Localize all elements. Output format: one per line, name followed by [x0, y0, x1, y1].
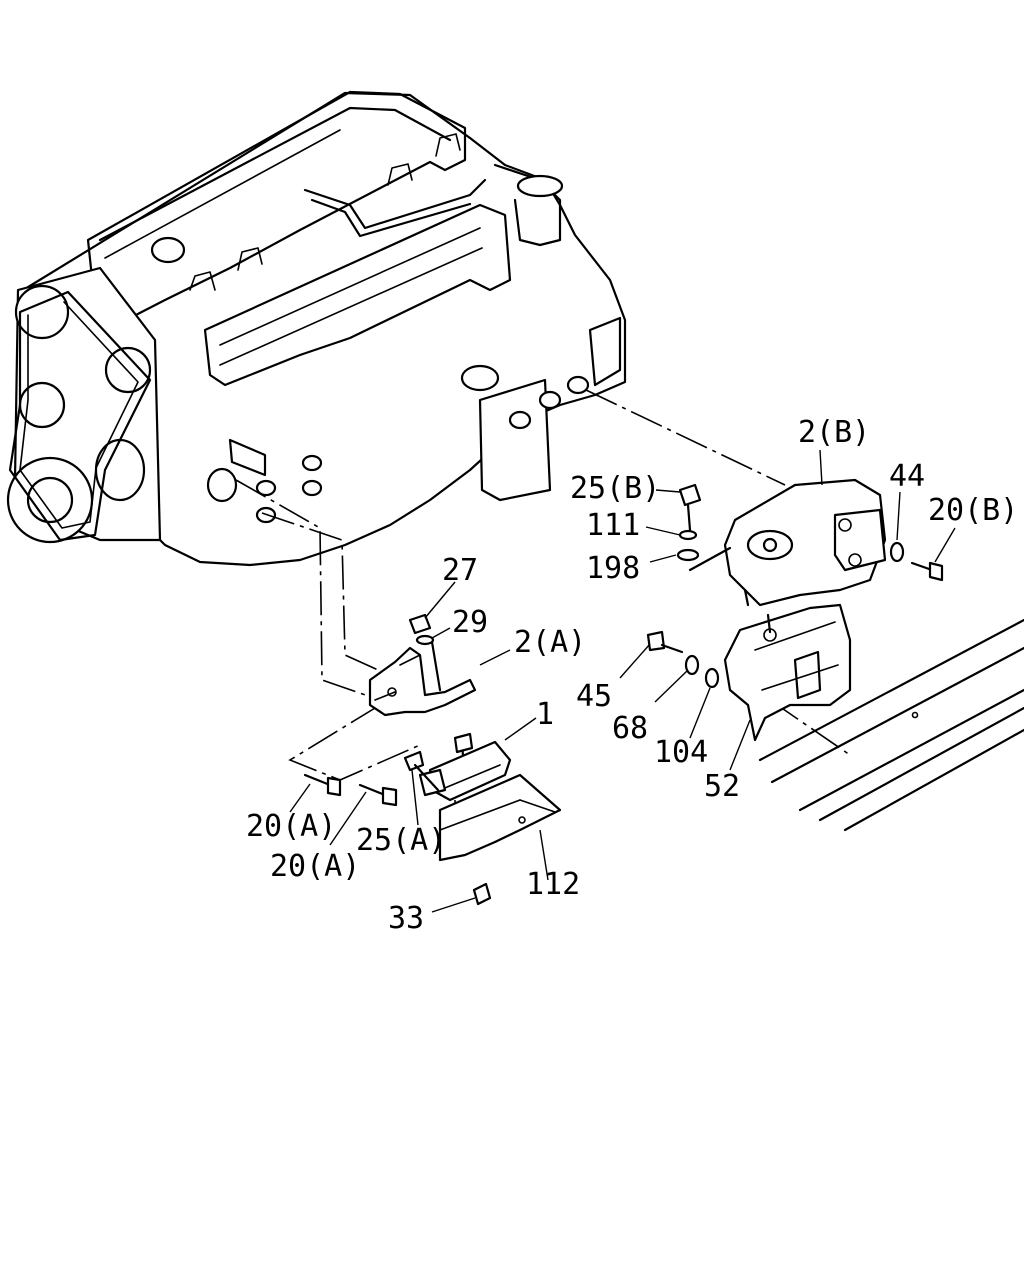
- washer-111: [678, 529, 698, 541]
- callout-29: 29: [452, 605, 488, 640]
- washer-44: [889, 541, 905, 563]
- callout-68: 68: [612, 711, 648, 746]
- callout-198: 198: [586, 551, 640, 586]
- callout-20b: 20(B): [928, 493, 1018, 528]
- callout-112: 112: [526, 867, 580, 902]
- washer-198: [676, 548, 700, 562]
- callout-20a-second: 20(A): [270, 849, 360, 884]
- bracket-2a: [368, 640, 477, 717]
- leader-lines: [289, 449, 956, 913]
- callout-25a: 25(A): [356, 823, 446, 858]
- callout-20a-first: 20(A): [246, 809, 336, 844]
- callout-2a: 2(A): [514, 625, 586, 660]
- callout-104: 104: [654, 735, 708, 770]
- callout-27: 27: [442, 553, 478, 588]
- bolt-45: [646, 630, 684, 654]
- callout-44: 44: [889, 459, 925, 494]
- nut-33: [472, 882, 492, 906]
- callout-1: 1: [536, 697, 554, 732]
- washer-29: [415, 634, 435, 646]
- nut-27: [408, 613, 432, 635]
- callout-111: 111: [586, 508, 640, 543]
- callout-45: 45: [576, 679, 612, 714]
- engine-block: [6, 90, 627, 567]
- bolt-25a: [403, 750, 440, 792]
- washer-104: [704, 667, 720, 689]
- bolt-25b: [678, 483, 702, 532]
- bolts-20a: [303, 773, 398, 807]
- callout-2b: 2(B): [798, 415, 870, 450]
- callout-25b: 25(B): [570, 471, 660, 506]
- insulator-52: [723, 603, 852, 742]
- frame-rail: [758, 618, 1024, 832]
- heat-shield-112: [438, 773, 562, 862]
- callout-52: 52: [704, 769, 740, 804]
- callout-labels: 2(B) 44 20(B) 25(B) 111 198 27 29 2(A) 1…: [246, 415, 1018, 936]
- callout-33: 33: [388, 901, 424, 936]
- bolt-20b: [910, 561, 944, 582]
- washer-68: [684, 654, 700, 676]
- bracket-2b: [688, 478, 887, 607]
